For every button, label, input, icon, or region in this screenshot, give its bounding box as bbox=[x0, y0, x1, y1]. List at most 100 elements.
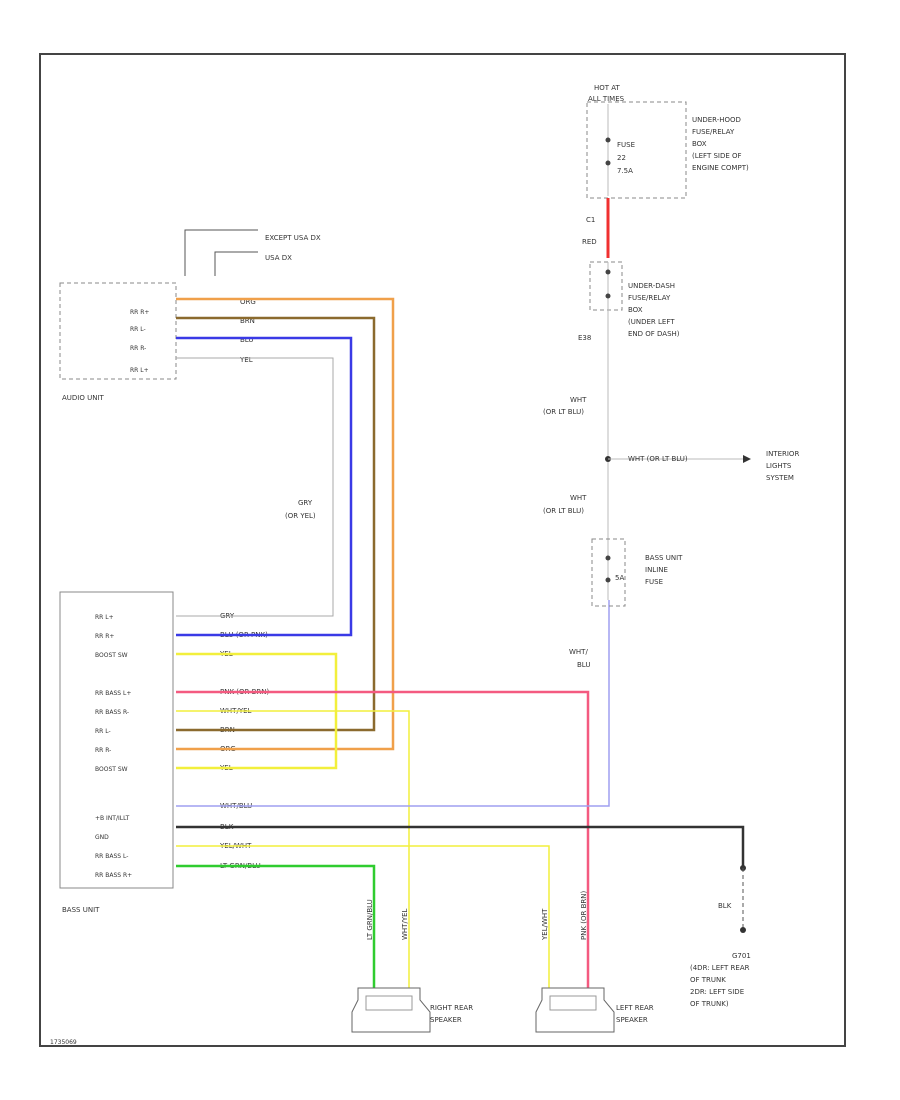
right-speaker-label-1: RIGHT REAR bbox=[430, 1004, 473, 1012]
fuse-terminal-top bbox=[605, 137, 611, 143]
audio-pin-3: RR R- bbox=[130, 345, 146, 352]
wire-group bbox=[176, 297, 745, 988]
underdash-fuse-box bbox=[589, 261, 623, 311]
ground-wire-label: BLK bbox=[718, 902, 732, 910]
underhood-lines-line: UNDER-HOOD bbox=[692, 116, 741, 124]
interior-lines-line: SYSTEM bbox=[766, 474, 794, 482]
bass-pin-label: RR BASS R+ bbox=[95, 872, 132, 879]
bass-unit-box bbox=[59, 591, 174, 889]
bass-fuse-lines-line: INLINE bbox=[645, 566, 668, 574]
underdash-terminal-top bbox=[605, 269, 611, 275]
speaker-wire-label: PNK (OR BRN) bbox=[580, 890, 588, 940]
wire-green bbox=[176, 864, 376, 988]
audio-wire-blu: BLU bbox=[240, 336, 253, 344]
or-lt-blu-label-1: (OR LT BLU) bbox=[543, 408, 584, 416]
audio-pin-4: RR L+ bbox=[130, 367, 149, 374]
usa-note: USA DX bbox=[265, 254, 292, 262]
footer-code: 1735069 bbox=[50, 1039, 77, 1046]
or-lt-blu-label-2: (OR LT BLU) bbox=[543, 507, 584, 515]
underhood-lines-line: FUSE/RELAY bbox=[692, 128, 735, 136]
left-speaker-label-2: SPEAKER bbox=[616, 1016, 648, 1024]
underdash-lines-line: UNDER-DASH bbox=[628, 282, 675, 290]
audio-pin-1: RR R+ bbox=[130, 309, 149, 316]
bass-pin-labels: RR L+ RR R+ BOOST SW RR BASS L+ RR BASS R- RR… bbox=[95, 614, 132, 879]
fuse-label: FUSE bbox=[617, 141, 635, 149]
wht-label-3: WHT/ bbox=[569, 648, 588, 656]
ground-dot-bottom bbox=[740, 927, 746, 933]
wire-pink bbox=[176, 690, 590, 988]
except-usa-note: EXCEPT USA DX bbox=[265, 234, 321, 242]
bass-pin-label: RR BASS L- bbox=[95, 853, 128, 860]
wire-lavender bbox=[176, 600, 610, 807]
wire-brown bbox=[176, 316, 376, 732]
blu-label-3: BLU bbox=[577, 661, 590, 669]
red-wire-label: RED bbox=[582, 238, 597, 246]
bass-pin-label: BOOST SW bbox=[95, 766, 128, 773]
c-upper-label: C1 bbox=[586, 216, 595, 224]
audio-unit-box bbox=[59, 282, 177, 380]
interior-lights-label: INTERIOR LIGHTS SYSTEM bbox=[766, 450, 799, 482]
bass-fuse-label: BASS UNIT INLINE FUSE bbox=[645, 554, 683, 586]
wire-orange bbox=[176, 297, 395, 751]
left-speaker-icon bbox=[535, 987, 615, 1033]
underdash-terminal-bottom bbox=[605, 293, 611, 299]
diagram-frame bbox=[39, 53, 846, 1047]
bass-fuse-terminal-bottom bbox=[605, 577, 611, 583]
bass-pin-label: RR L+ bbox=[95, 614, 114, 621]
audio-pin-2: RR L- bbox=[130, 326, 146, 333]
bass-pin-label: RR R+ bbox=[95, 633, 114, 640]
bass-pin-label: +B INT/ILLT bbox=[95, 815, 130, 822]
bass-unit-title: BASS UNIT bbox=[62, 906, 100, 914]
usa-arrow bbox=[214, 251, 258, 276]
bass-fuse-amp: 5A bbox=[615, 574, 624, 582]
e38-label: E38 bbox=[578, 334, 591, 342]
underhood-fuse-box bbox=[586, 101, 687, 199]
audio-wire-org: ORG bbox=[240, 298, 256, 306]
left-speaker-label-1: LEFT REAR bbox=[616, 1004, 654, 1012]
wire-yellow-white-left bbox=[176, 845, 550, 988]
underhood-lines-line: ENGINE COMPT) bbox=[692, 164, 749, 172]
underhood-lines-line: (LEFT SIDE OF bbox=[692, 152, 742, 160]
all-times-label: ALL TIMES bbox=[588, 95, 625, 103]
bass-fuse-terminal-top bbox=[605, 555, 611, 561]
interior-lines-line: LIGHTS bbox=[766, 462, 792, 470]
underdash-lines-line: FUSE/RELAY bbox=[628, 294, 671, 302]
bass-pin-label: RR R- bbox=[95, 747, 111, 754]
bass-pin-label: RR BASS L+ bbox=[95, 690, 131, 697]
fuse-amp: 7.5A bbox=[617, 167, 633, 175]
underdash-lines-line: (UNDER LEFT bbox=[628, 318, 675, 326]
underdash-lines-line: END OF DASH) bbox=[628, 330, 680, 338]
right-speaker-label-2: SPEAKER bbox=[430, 1016, 462, 1024]
or-yel-label: (OR YEL) bbox=[285, 512, 316, 520]
bass-pin-label: RR L- bbox=[95, 728, 111, 735]
fuse-number: 22 bbox=[617, 154, 626, 162]
bass-fuse-lines-line: FUSE bbox=[645, 578, 663, 586]
bass-pin-label: RR BASS R- bbox=[95, 709, 129, 716]
interior-lines-line: INTERIOR bbox=[766, 450, 799, 458]
underhood-lines-line: BOX bbox=[692, 140, 707, 148]
splice-arrow bbox=[743, 455, 751, 463]
wht-label-2: WHT bbox=[570, 494, 587, 502]
ground-lines-line: (4DR: LEFT REAR bbox=[690, 964, 750, 972]
wht-label-1: WHT bbox=[570, 396, 587, 404]
bass-fuse-lines-line: BASS UNIT bbox=[645, 554, 683, 562]
fuse-terminal-bottom bbox=[605, 160, 611, 166]
audio-wire-yel: YEL bbox=[239, 356, 253, 364]
right-speaker-cone bbox=[365, 995, 413, 1011]
underhood-box-label: UNDER-HOOD FUSE/RELAY BOX (LEFT SIDE OF ENGI… bbox=[692, 116, 749, 172]
bass-pin-label: GND bbox=[95, 834, 109, 841]
left-speaker-cone bbox=[549, 995, 597, 1011]
splice-label: WHT (OR LT BLU) bbox=[628, 455, 688, 463]
bass-fuse-box bbox=[591, 538, 626, 607]
speaker-wire-label: LT GRN/BLU bbox=[366, 899, 374, 940]
speaker-wire-label: WHT/YEL bbox=[401, 908, 409, 940]
bass-pin-label: BOOST SW bbox=[95, 652, 128, 659]
ground-id: G701 bbox=[732, 952, 751, 960]
right-speaker-icon bbox=[351, 987, 431, 1033]
gry-wire-label: GRY bbox=[298, 499, 313, 507]
wire-blue bbox=[176, 336, 353, 637]
